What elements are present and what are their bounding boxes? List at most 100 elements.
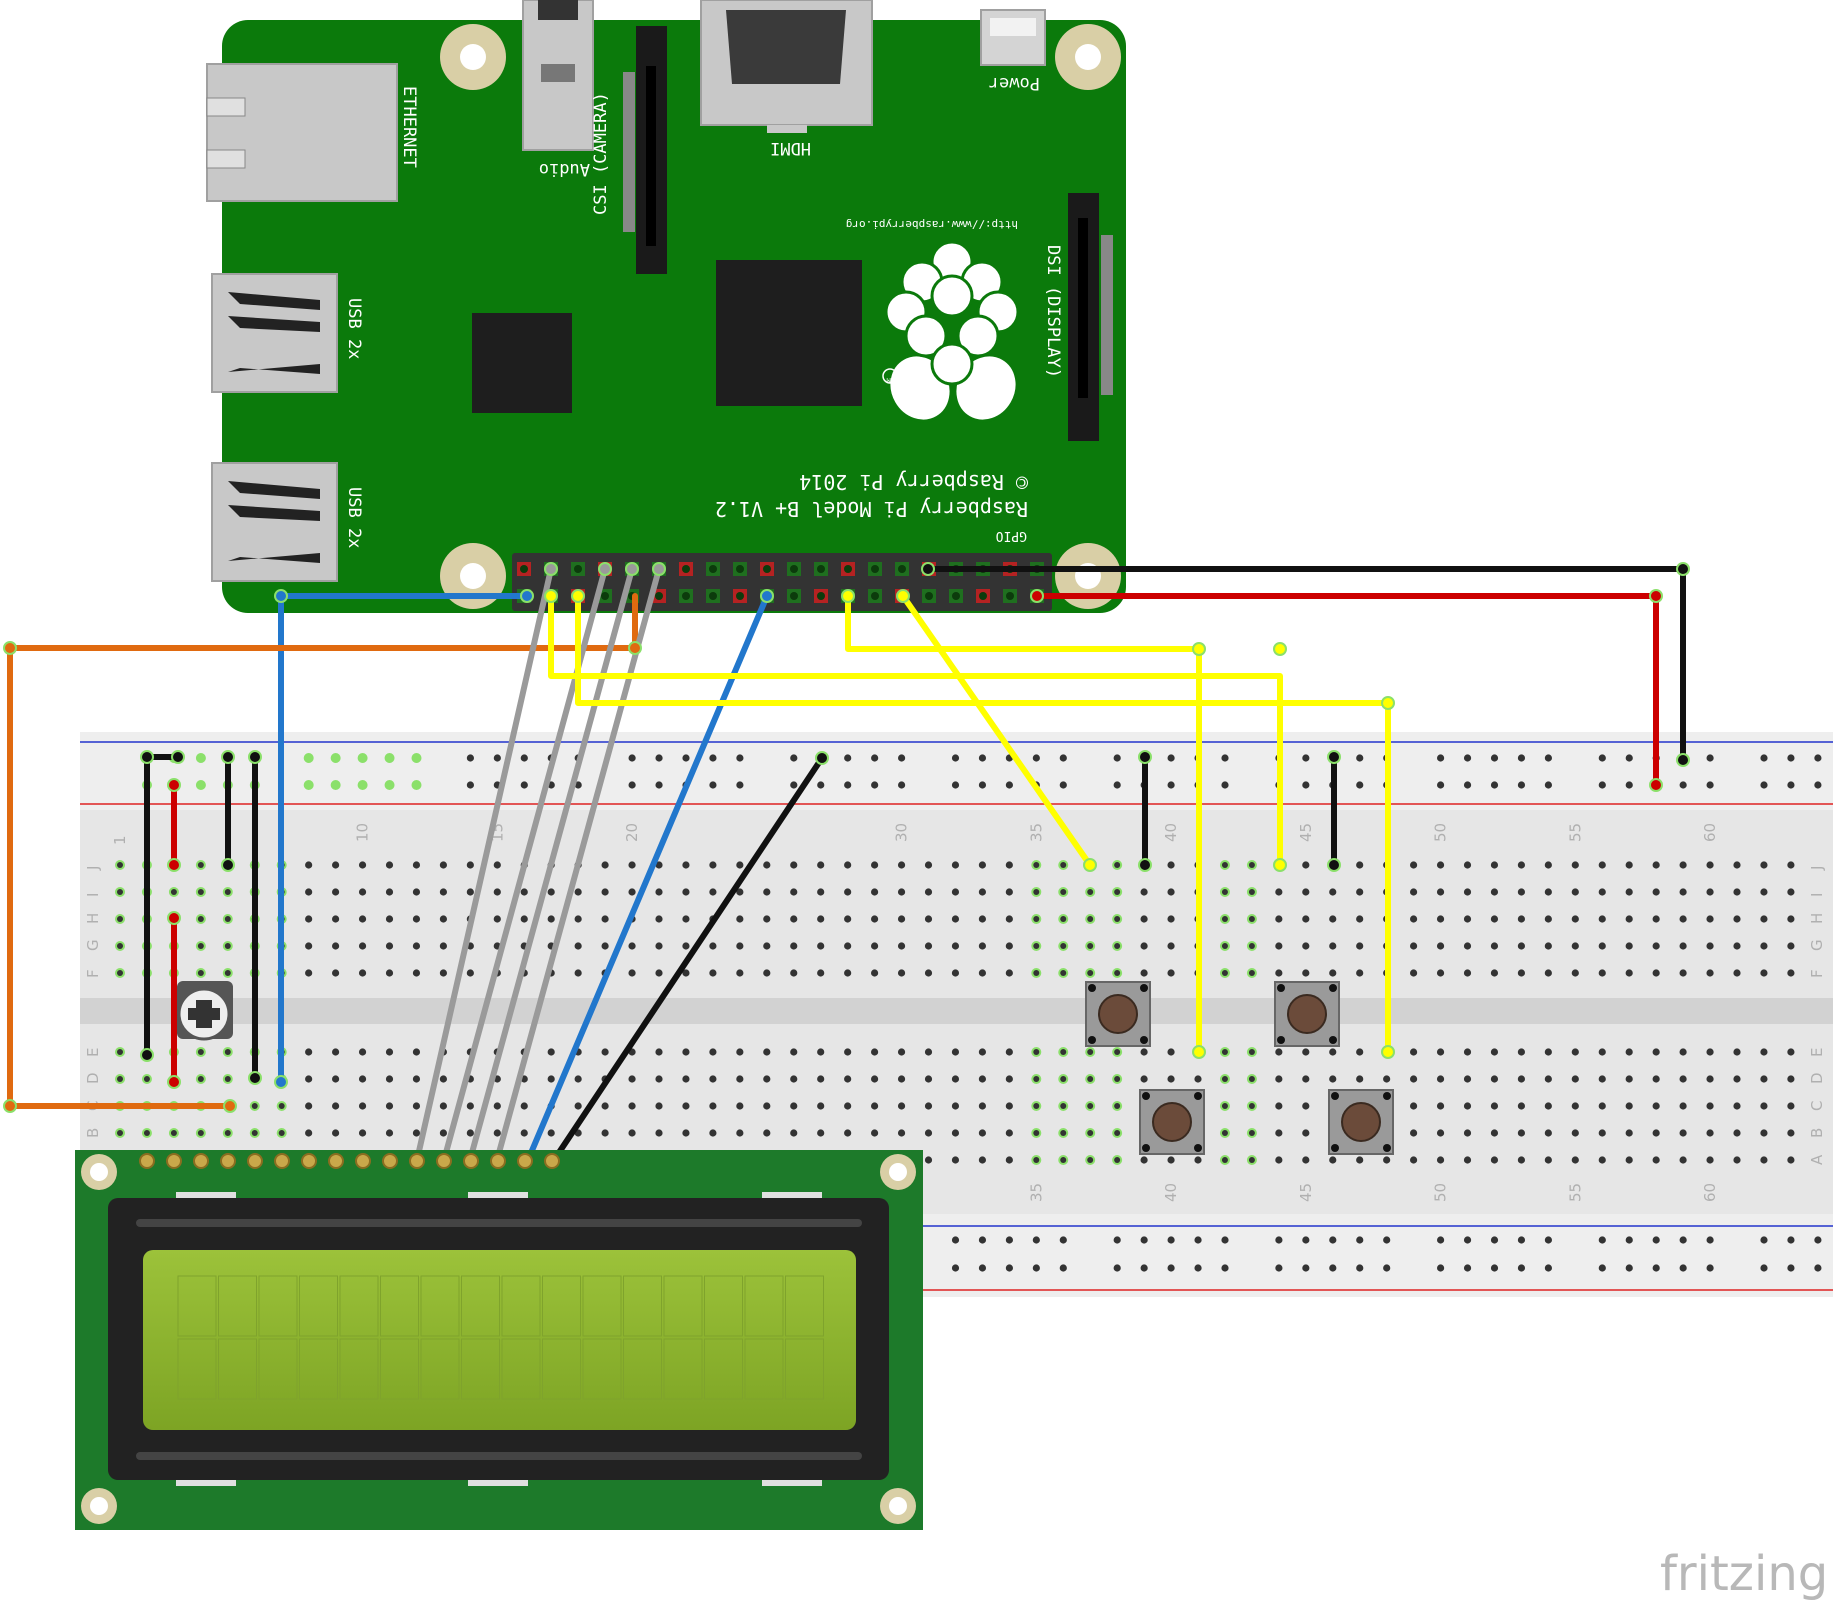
breadboard-hole	[1167, 1048, 1175, 1056]
rail-hole	[1544, 781, 1552, 789]
breadboard-hole	[897, 888, 906, 896]
rail-hole	[1598, 1236, 1606, 1244]
breadboard-hole	[978, 942, 987, 950]
breadboard-hole-center	[1114, 916, 1121, 922]
rail-hole	[1221, 1264, 1229, 1272]
breadboard-hole	[358, 969, 367, 977]
breadboard-hole	[924, 1102, 933, 1110]
breadboard-hole	[628, 1129, 636, 1137]
breadboard-hole	[709, 969, 717, 977]
breadboard-hole	[305, 1102, 313, 1110]
breadboard-hole	[1490, 942, 1499, 950]
breadboard-hole	[1167, 969, 1175, 977]
breadboard-hole	[763, 969, 771, 977]
breadboard-hole	[924, 888, 933, 896]
breadboard-hole	[1356, 969, 1364, 977]
breadboard-hole-center	[1114, 943, 1121, 949]
breadboard-hole	[655, 1129, 663, 1137]
breadboard-hole	[1787, 942, 1795, 950]
gpio-pin-hole	[520, 565, 528, 573]
breadboard-hole	[655, 861, 663, 869]
breadboard-hole	[412, 1102, 421, 1110]
rail-hole	[1706, 781, 1714, 789]
row-letter-right: A	[1808, 1154, 1826, 1165]
rail-hole	[1275, 1264, 1283, 1272]
push-button-pin	[1088, 984, 1096, 992]
breadboard-hole	[547, 1075, 555, 1083]
gpio-pin-hole	[790, 565, 798, 573]
hdmi-label: HDMI	[770, 138, 811, 158]
breadboard-hole	[951, 861, 960, 869]
rail-hole	[682, 754, 690, 762]
lcd-pin	[328, 1153, 344, 1169]
breadboard-hole	[1679, 861, 1687, 869]
breadboard-hole	[1275, 1102, 1283, 1110]
rail-hole	[1706, 1264, 1714, 1272]
column-number-bottom: 60	[1701, 1183, 1719, 1202]
rail-hole	[1463, 1236, 1472, 1244]
wire-endpoint	[544, 562, 558, 576]
breadboard-hole-center	[1060, 1103, 1067, 1109]
breadboard-hole	[763, 915, 771, 923]
breadboard-hole	[1356, 1048, 1364, 1056]
potentiometer	[177, 981, 233, 1041]
rail-hole	[384, 780, 395, 790]
rail-hole	[1437, 781, 1445, 789]
breadboard-hole	[358, 915, 367, 923]
push-button-pin	[1383, 1092, 1391, 1100]
breadboard-hole-center	[1033, 916, 1040, 922]
wire-endpoint	[760, 589, 774, 603]
breadboard-hole	[1679, 1075, 1687, 1083]
breadboard-hole	[358, 1129, 367, 1137]
push-button-pin	[1194, 1092, 1202, 1100]
breadboard-hole-center	[224, 1049, 231, 1055]
usb-label-1: USB 2x	[344, 298, 364, 359]
breadboard-hole	[358, 1102, 367, 1110]
breadboard-hole	[1760, 1129, 1768, 1137]
breadboard-hole	[439, 1102, 447, 1110]
breadboard-hole	[1410, 1156, 1418, 1164]
gpio-pin-hole	[925, 592, 933, 600]
gpio-pin-hole	[898, 565, 906, 573]
breadboard-hole	[1625, 915, 1633, 923]
breadboard-hole	[951, 942, 960, 950]
lcd-pin	[544, 1153, 560, 1169]
lcd-cell	[663, 1275, 703, 1337]
breadboard-hole-center	[1033, 1157, 1040, 1163]
lcd-header-pins	[139, 1153, 560, 1169]
breadboard-hole	[1625, 969, 1633, 977]
push-button-cap	[1152, 1102, 1192, 1142]
breadboard-hole	[1706, 861, 1714, 869]
breadboard-hole	[574, 942, 582, 950]
breadboard-hole	[1275, 1129, 1283, 1137]
breadboard-hole	[790, 1102, 798, 1110]
wire-yellow-btn2	[548, 593, 1283, 868]
breadboard-hole	[601, 1129, 609, 1137]
gpio-pin-hole	[871, 565, 879, 573]
breadboard-hole	[1436, 1129, 1445, 1137]
breadboard-hole	[682, 915, 690, 923]
rail-hole	[1517, 754, 1526, 762]
breadboard-hole	[1544, 1102, 1552, 1110]
breadboard-hole	[844, 1102, 852, 1110]
rail-hole	[790, 754, 798, 762]
wire-endpoint	[841, 589, 855, 603]
breadboard-hole	[1167, 1075, 1175, 1083]
breadboard-hole	[763, 1129, 771, 1137]
breadboard-hole	[844, 915, 852, 923]
push-button-pin	[1331, 1092, 1339, 1100]
breadboard-hole-center	[1221, 1130, 1228, 1136]
breadboard-hole	[1787, 1156, 1795, 1164]
rail-hole	[898, 754, 906, 762]
breadboard-hole	[1463, 1102, 1472, 1110]
breadboard-hole	[951, 1075, 960, 1083]
breadboard-hole	[1679, 1129, 1687, 1137]
breadboard-hole	[439, 1129, 447, 1137]
breadboard-hole	[305, 888, 313, 896]
gpio-pin-hole	[601, 592, 609, 600]
row-letter-left: J	[84, 866, 102, 871]
breadboard-hole-center	[278, 1103, 285, 1109]
breadboard-hole	[1490, 861, 1499, 869]
lcd-cell	[380, 1338, 419, 1400]
rail-hole	[330, 780, 341, 790]
